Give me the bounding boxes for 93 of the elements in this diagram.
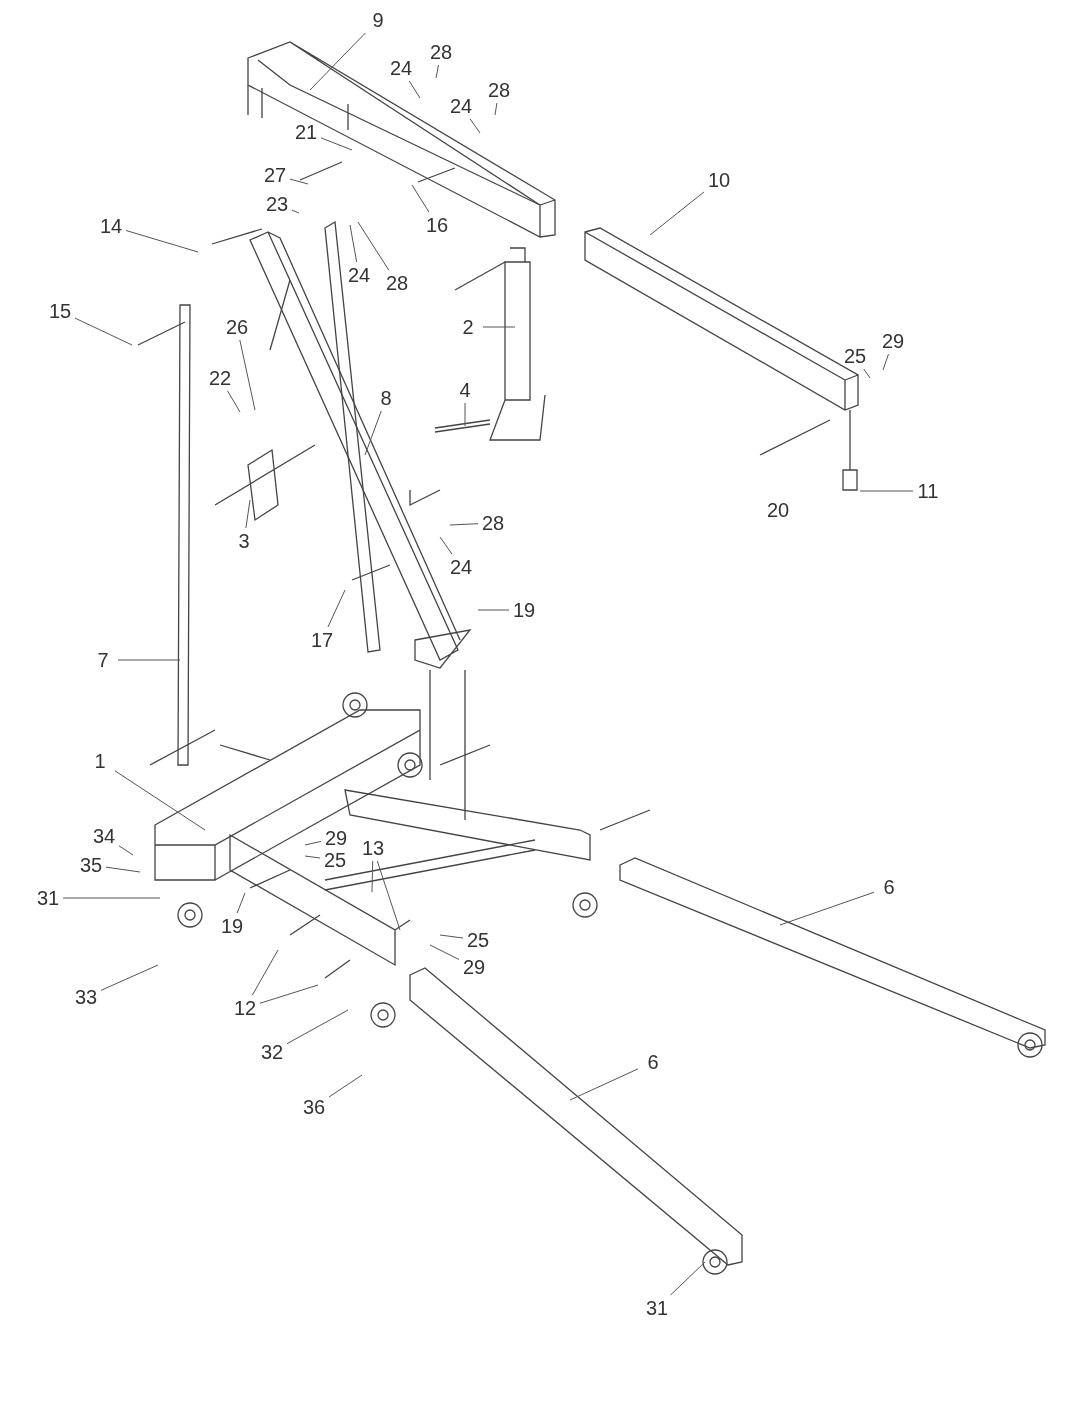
leader-line <box>859 490 914 492</box>
callout-number: 1 <box>94 751 106 771</box>
callout-number: 11 <box>917 481 939 501</box>
leader-line <box>304 855 321 859</box>
callout-number: 17 <box>310 630 334 650</box>
callout-number: 28 <box>429 42 453 62</box>
callout-number: 33 <box>74 987 98 1007</box>
callout-number: 35 <box>79 855 103 875</box>
callout-number: 7 <box>97 650 109 670</box>
leader-line <box>863 368 871 379</box>
callout-number: 29 <box>881 331 905 351</box>
leader-line <box>649 191 705 236</box>
leader-line <box>569 1068 639 1101</box>
leader-line <box>328 1074 363 1098</box>
callout-number: 25 <box>843 346 867 366</box>
leader-line <box>100 964 159 991</box>
leader-line <box>364 410 382 456</box>
leader-line <box>357 221 390 271</box>
callout-number: 9 <box>372 10 384 30</box>
callout-number: 34 <box>92 826 116 846</box>
callout-number: 28 <box>481 513 505 533</box>
callout-number: 3 <box>238 531 250 551</box>
callout-number: 6 <box>883 877 895 897</box>
leader-line <box>327 589 346 628</box>
leader-line <box>309 32 366 91</box>
callout-number: 25 <box>466 930 490 950</box>
callout-number: 31 <box>36 888 60 908</box>
callout-number: 23 <box>265 194 289 214</box>
leader-line <box>464 402 466 427</box>
leader-line <box>236 892 246 914</box>
callout-number: 36 <box>302 1097 326 1117</box>
callout-number: 10 <box>707 170 731 190</box>
callout-number: 19 <box>512 600 536 620</box>
leader-line <box>251 949 279 996</box>
leader-line <box>349 224 358 263</box>
callout-number: 14 <box>99 216 123 236</box>
callout-number: 28 <box>385 273 409 293</box>
leader-line <box>114 770 206 831</box>
leader-line <box>494 102 498 116</box>
leader-line <box>118 845 134 856</box>
leader-line <box>245 499 251 529</box>
callout-number: 15 <box>48 301 72 321</box>
callout-number: 16 <box>425 215 449 235</box>
leader-line <box>670 1261 706 1296</box>
callout-number: 6 <box>647 1052 659 1072</box>
callout-number: 24 <box>449 557 473 577</box>
callout-number: 12 <box>233 998 257 1018</box>
callout-number: 24 <box>347 265 371 285</box>
callout-number: 29 <box>324 828 348 848</box>
leader-line <box>117 659 181 661</box>
leader-line <box>435 64 439 79</box>
callout-number: 24 <box>449 96 473 116</box>
leader-line <box>227 390 241 413</box>
leader-line <box>239 339 256 411</box>
leader-line <box>320 137 353 151</box>
callout-number: 27 <box>263 165 287 185</box>
callout-number: 31 <box>645 1298 669 1318</box>
callout-number: 26 <box>225 317 249 337</box>
callout-number: 20 <box>766 500 790 520</box>
leader-line <box>289 178 309 185</box>
callout-number: 2 <box>462 317 474 337</box>
leader-line <box>74 317 133 346</box>
leader-line <box>376 860 401 931</box>
leader-line <box>482 326 516 328</box>
leader-line <box>779 891 875 926</box>
callout-number: 22 <box>208 368 232 388</box>
callout-number: 13 <box>361 838 385 858</box>
leader-line <box>304 840 322 846</box>
leader-line <box>125 230 199 253</box>
callout-number: 19 <box>220 916 244 936</box>
leader-line <box>439 934 464 939</box>
leader-line <box>408 80 421 99</box>
leader-line <box>411 184 430 213</box>
leader-line <box>477 609 510 611</box>
callout-number: 28 <box>487 80 511 100</box>
leader-line <box>62 897 161 899</box>
leader-line <box>429 944 460 960</box>
callout-number: 8 <box>380 388 392 408</box>
leader-line <box>449 523 479 526</box>
leader-line <box>286 1009 349 1045</box>
leader-line <box>469 118 481 134</box>
callout-number: 24 <box>389 58 413 78</box>
leader-line <box>259 984 319 1004</box>
callout-number: 29 <box>462 957 486 977</box>
callout-number: 32 <box>260 1042 284 1062</box>
leader-line <box>439 536 453 555</box>
leader-line <box>291 209 300 214</box>
callout-number: 25 <box>323 850 347 870</box>
leader-line <box>882 353 889 371</box>
leader-line <box>371 860 374 893</box>
callout-number: 21 <box>294 122 318 142</box>
leader-line <box>105 866 141 873</box>
callout-number: 4 <box>459 380 471 400</box>
